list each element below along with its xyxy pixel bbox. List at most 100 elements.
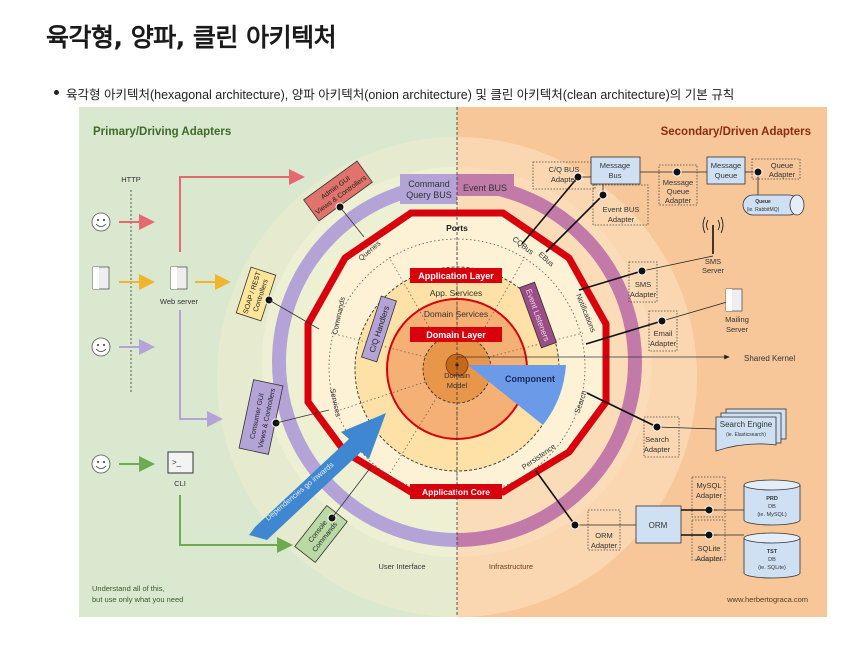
consumer-gui-adapter: Consumer GUI Views & Controllers bbox=[238, 379, 284, 455]
primary-adapters-title: Primary/Driving Adapters bbox=[93, 126, 231, 138]
prd-db-label-1: PRD bbox=[766, 496, 778, 502]
component-wedge bbox=[468, 365, 566, 425]
search-adapter-label-1: Search bbox=[645, 435, 669, 444]
cli-prompt: >_ bbox=[172, 458, 182, 467]
cq-bus-label-1: Command bbox=[408, 179, 450, 189]
cq-bus-adapter-label-1: C/Q BUS bbox=[549, 165, 580, 174]
prd-db-label-3: (ie. MySQL) bbox=[757, 512, 787, 518]
soap-rest-adapter: SOAP / REST Controllers bbox=[235, 266, 277, 322]
user-icon bbox=[91, 337, 111, 357]
sqlite-adapter-label-1: SQLite bbox=[698, 544, 721, 553]
queue-adapter-label-2: Adapter bbox=[769, 170, 796, 179]
socket-icons bbox=[570, 167, 763, 540]
admin-route-arrow bbox=[179, 169, 305, 252]
tst-db-label-1: TST bbox=[767, 549, 778, 555]
email-adapter-label-1: Email bbox=[654, 329, 673, 338]
consumer-route-arrow bbox=[179, 310, 223, 427]
component-label: Component bbox=[505, 374, 555, 384]
application-core-label: Application Core bbox=[422, 487, 490, 497]
tst-db-cylinder-icon: TST DB (ie. SQLite) bbox=[743, 532, 801, 579]
soap-rest-connector bbox=[268, 299, 320, 330]
cq-bus-label-2: Query BUS bbox=[406, 190, 452, 200]
mq-adapter-label-1: Message bbox=[663, 178, 693, 187]
mailing-server-icon bbox=[725, 288, 743, 312]
infrastructure-label: Infrastructure bbox=[489, 562, 533, 571]
message-queue-label-1: Message bbox=[711, 161, 741, 170]
user-icon bbox=[91, 212, 111, 232]
cli-label: CLI bbox=[174, 479, 186, 488]
queue-adapter-label-1: Queue bbox=[771, 161, 794, 170]
search-adapter-label-2: Adapter bbox=[644, 445, 671, 454]
sms-server-label-1: SMS bbox=[705, 257, 721, 266]
admin-gui-connector bbox=[339, 206, 365, 238]
cq-bus-adapter-label-2: Adapter bbox=[551, 175, 578, 184]
message-bus-box bbox=[590, 156, 641, 185]
mysql-adapter-label-2: Adapter bbox=[696, 491, 723, 500]
orm-adapter-label-1: ORM bbox=[595, 531, 613, 540]
message-queue-label-2: Queue bbox=[715, 171, 738, 180]
search-engine-label-1: Search Engine bbox=[720, 420, 773, 429]
application-layer-label: Application Layer bbox=[418, 271, 494, 281]
queue-label-2: (ie. RabbitMQ) bbox=[747, 207, 780, 213]
terminal-icon: >_ bbox=[167, 451, 194, 474]
footer-left-line-1: Understand all of this, bbox=[92, 584, 165, 593]
sms-adapter-label-2: Adapter bbox=[630, 290, 657, 299]
console-connector bbox=[331, 466, 372, 519]
server-icon bbox=[92, 266, 110, 290]
app-services-label: App. Services bbox=[430, 288, 482, 298]
shared-kernel-label: Shared Kernel bbox=[744, 354, 795, 363]
sqlite-adapter-label-2: Adapter bbox=[696, 554, 723, 563]
mailing-server-label-2: Server bbox=[726, 325, 749, 334]
event-bus-label: Event BUS bbox=[463, 183, 507, 193]
message-queue-box bbox=[706, 156, 746, 185]
footer-left-line-2: but use only what you need bbox=[92, 595, 183, 604]
sms-server-label-2: Server bbox=[702, 266, 725, 275]
event-bus-adapter-label-1: Event BUS bbox=[603, 205, 640, 214]
queue-cylinder-icon: Queue (ie. RabbitMQ) bbox=[742, 194, 805, 216]
message-bus-label-2: Bus bbox=[609, 171, 622, 180]
user-icon bbox=[91, 454, 111, 474]
search-engine-label-2: (ie. Elasticsearch) bbox=[726, 432, 766, 438]
orm-label: ORM bbox=[649, 521, 668, 530]
prd-db-cylinder-icon: PRD DB (ie. MySQL) bbox=[743, 479, 801, 526]
application-layer-box bbox=[410, 268, 502, 283]
event-bus-adapter-label-2: Adapter bbox=[608, 215, 635, 224]
prd-db-label-2: DB bbox=[768, 504, 776, 510]
sms-adapter-label-1: SMS bbox=[635, 280, 651, 289]
bullet-text: 육각형 아키텍처(hexagonal architecture), 양파 아키텍… bbox=[53, 84, 734, 103]
tst-db-label-2: DB bbox=[768, 557, 776, 563]
domain-services-label: Domain Services bbox=[424, 309, 488, 319]
tst-db-label-3: (ie. SQLite) bbox=[758, 565, 786, 571]
secondary-adapters-title: Secondary/Driven Adapters bbox=[661, 126, 811, 138]
command-query-bus-ring bbox=[272, 177, 458, 547]
application-core-box bbox=[410, 484, 502, 499]
orm-adapter-label-2: Adapter bbox=[591, 541, 618, 550]
mysql-adapter-label-1: MySQL bbox=[696, 481, 721, 490]
page-title: 육각형, 양파, 클린 아키텍처 bbox=[46, 23, 337, 52]
http-label: HTTP bbox=[121, 175, 141, 184]
search-engine-icon: Search Engine (ie. Elasticsearch) bbox=[715, 408, 787, 452]
event-bus-ring bbox=[456, 177, 642, 547]
domain-model-label-2: Model bbox=[447, 381, 468, 390]
cli-route-arrow bbox=[179, 495, 293, 553]
message-bus-label-1: Message bbox=[600, 161, 630, 170]
architecture-diagram: Command Query BUS Event BUS Component Sh… bbox=[79, 107, 827, 617]
web-server-label: Web server bbox=[160, 297, 199, 306]
command-query-bus-tab bbox=[400, 174, 457, 204]
footer-right-credit: www.herbertograca.com bbox=[726, 595, 808, 604]
event-bus-tab bbox=[457, 174, 514, 196]
secondary-connectors bbox=[521, 176, 663, 526]
domain-model-label-1: Domain bbox=[444, 371, 470, 380]
queue-label-1: Queue bbox=[755, 199, 771, 205]
mailing-server-label-1: Mailing bbox=[725, 315, 749, 324]
consumer-gui-connector bbox=[275, 409, 330, 424]
mq-adapter-label-3: Adapter bbox=[665, 196, 692, 205]
web-server-icon bbox=[170, 266, 188, 290]
domain-layer-label: Domain Layer bbox=[426, 330, 486, 340]
email-adapter-label-2: Adapter bbox=[650, 339, 677, 348]
antenna-icon bbox=[702, 216, 724, 254]
domain-layer-box bbox=[410, 327, 502, 342]
user-interface-label: User Interface bbox=[378, 562, 425, 571]
orm-box bbox=[635, 505, 682, 544]
mq-adapter-label-2: Queue bbox=[667, 187, 690, 196]
